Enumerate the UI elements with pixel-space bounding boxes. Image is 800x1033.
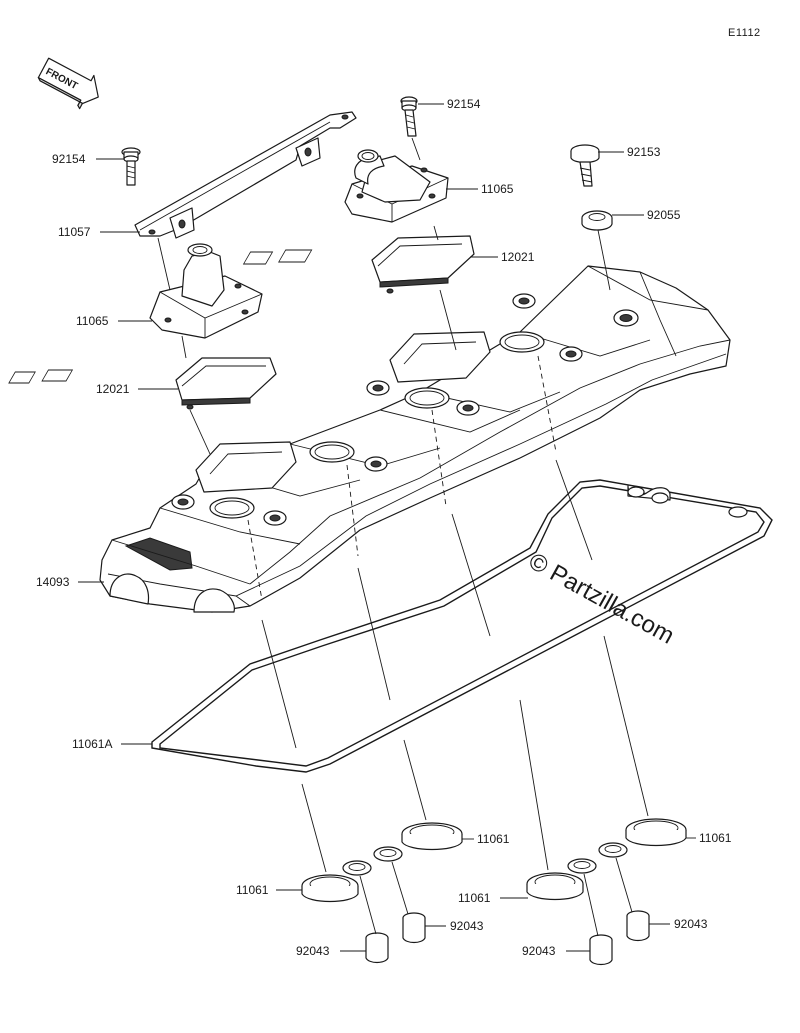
label-bolt-right[interactable]: 92153 (627, 145, 661, 159)
label-bolt-left[interactable]: 92154 (52, 152, 86, 166)
grommet-rings (342, 842, 628, 876)
label-collar-d[interactable]: 92043 (522, 944, 556, 958)
collar-a (402, 912, 426, 944)
label-cover-gasket[interactable]: 11061A (72, 737, 112, 751)
breather-left-11065 (149, 243, 263, 339)
part-labels: 92154 92154 92153 11057 11065 92055 1106… (36, 97, 732, 958)
plug-gasket-c (301, 874, 359, 903)
label-gasket-d[interactable]: 11061 (458, 891, 491, 905)
label-breather-left[interactable]: 11065 (76, 314, 109, 328)
cylinder-head-cover-14093 (99, 265, 731, 613)
label-gasket-b[interactable]: 11061 (699, 831, 732, 845)
bolt-right (570, 144, 600, 187)
bolt-left (121, 147, 141, 186)
plug-gasket-a (401, 822, 463, 851)
front-arrow-icon: FRONT (37, 57, 99, 110)
alignment-lines (157, 137, 649, 937)
label-bracket[interactable]: 11057 (58, 225, 91, 239)
label-breather-top[interactable]: 11065 (481, 182, 514, 196)
collar-c (365, 932, 389, 964)
plug-gasket-d (526, 872, 584, 901)
cover-gasket-11061A (151, 479, 773, 773)
collar-d (589, 934, 613, 966)
leader-lines (78, 103, 696, 952)
collar-b (626, 910, 650, 942)
diagram-code: E1112 (728, 27, 761, 39)
label-collar-a[interactable]: 92043 (450, 919, 484, 933)
label-bolt-top[interactable]: 92154 (447, 97, 481, 111)
washer-92055 (581, 210, 613, 231)
label-cover[interactable]: 14093 (36, 575, 70, 589)
label-collar-b[interactable]: 92043 (674, 917, 708, 931)
plate-left-12021 (8, 357, 277, 410)
label-plate-top[interactable]: 12021 (501, 250, 535, 264)
plug-gasket-b (625, 818, 687, 847)
label-gasket-c[interactable]: 11061 (236, 883, 269, 897)
plate-top-12021 (242, 235, 475, 294)
bracket-11057 (134, 111, 357, 239)
watermark: © Partzilla.com (524, 548, 679, 650)
bolt-top (400, 96, 418, 137)
label-plate-left[interactable]: 12021 (96, 382, 130, 396)
label-gasket-a[interactable]: 11061 (477, 832, 510, 846)
label-washer[interactable]: 92055 (647, 208, 681, 222)
breather-top-11065 (344, 149, 449, 223)
label-collar-c[interactable]: 92043 (296, 944, 330, 958)
